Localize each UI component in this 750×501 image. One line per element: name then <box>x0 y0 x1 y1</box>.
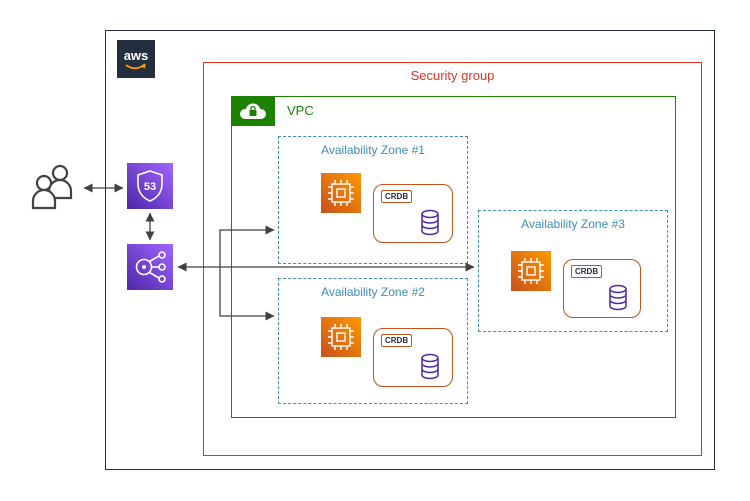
database-icon <box>609 284 627 311</box>
availability-zone-1-label: Availability Zone #1 <box>321 143 425 157</box>
users-glyph <box>31 164 73 210</box>
vpc-icon <box>231 96 275 126</box>
vpc-cloud-lock-icon <box>240 103 266 119</box>
load-balancer-icon <box>127 244 173 290</box>
aws-logo: aws <box>117 40 155 78</box>
ec2-instance-icon <box>321 317 361 357</box>
route53-icon: 53 <box>127 163 173 209</box>
aws-logo-text: aws <box>124 48 149 63</box>
aws-smile-icon <box>125 63 146 70</box>
aws-smile-arrow <box>140 63 146 69</box>
route53-badge: 53 <box>144 181 156 193</box>
availability-zone-2-label: Availability Zone #2 <box>321 285 425 299</box>
crdb-label: CRDB <box>381 190 413 203</box>
load-balancer-glyph <box>135 251 166 283</box>
crdb-label: CRDB <box>571 265 603 278</box>
aws-logo-icon: aws <box>124 48 149 70</box>
users-icon <box>26 160 80 223</box>
database-icon <box>421 353 439 380</box>
chip-icon <box>328 180 354 206</box>
availability-zone-3: Availability Zone #3 CRDB <box>478 210 668 332</box>
chip-icon <box>518 258 544 284</box>
aws-cloud-container <box>105 30 715 470</box>
crdb-label: CRDB <box>381 334 413 347</box>
chip-icon <box>328 324 354 350</box>
ec2-instance-icon <box>511 251 551 291</box>
security-group-container: Security group <box>203 62 702 456</box>
crdb-node: CRDB <box>563 259 641 318</box>
crdb-node: CRDB <box>373 328 453 387</box>
database-icon <box>421 209 439 236</box>
ec2-instance-icon <box>321 173 361 213</box>
availability-zone-2: Availability Zone #2 CRDB <box>278 278 468 404</box>
availability-zone-3-label: Availability Zone #3 <box>521 217 625 231</box>
availability-zone-1: Availability Zone #1 CRDB <box>278 136 468 264</box>
security-group-label: Security group <box>410 68 495 83</box>
crdb-node: CRDB <box>373 184 453 243</box>
vpc-label: VPC <box>287 103 314 118</box>
route53-shield-icon: 53 <box>137 170 163 202</box>
